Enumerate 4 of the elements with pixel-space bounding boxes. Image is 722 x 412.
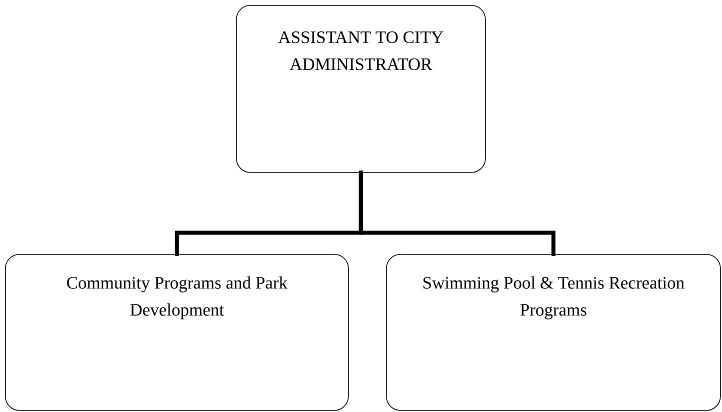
org-box: ASSISTANT TO CITY ADMINISTRATOR [236, 5, 486, 173]
org-box: Community Programs and Park Development [5, 254, 349, 411]
connector-line [358, 170, 556, 256]
org-box: Swimming Pool & Tennis Recreation Programs [386, 254, 721, 411]
